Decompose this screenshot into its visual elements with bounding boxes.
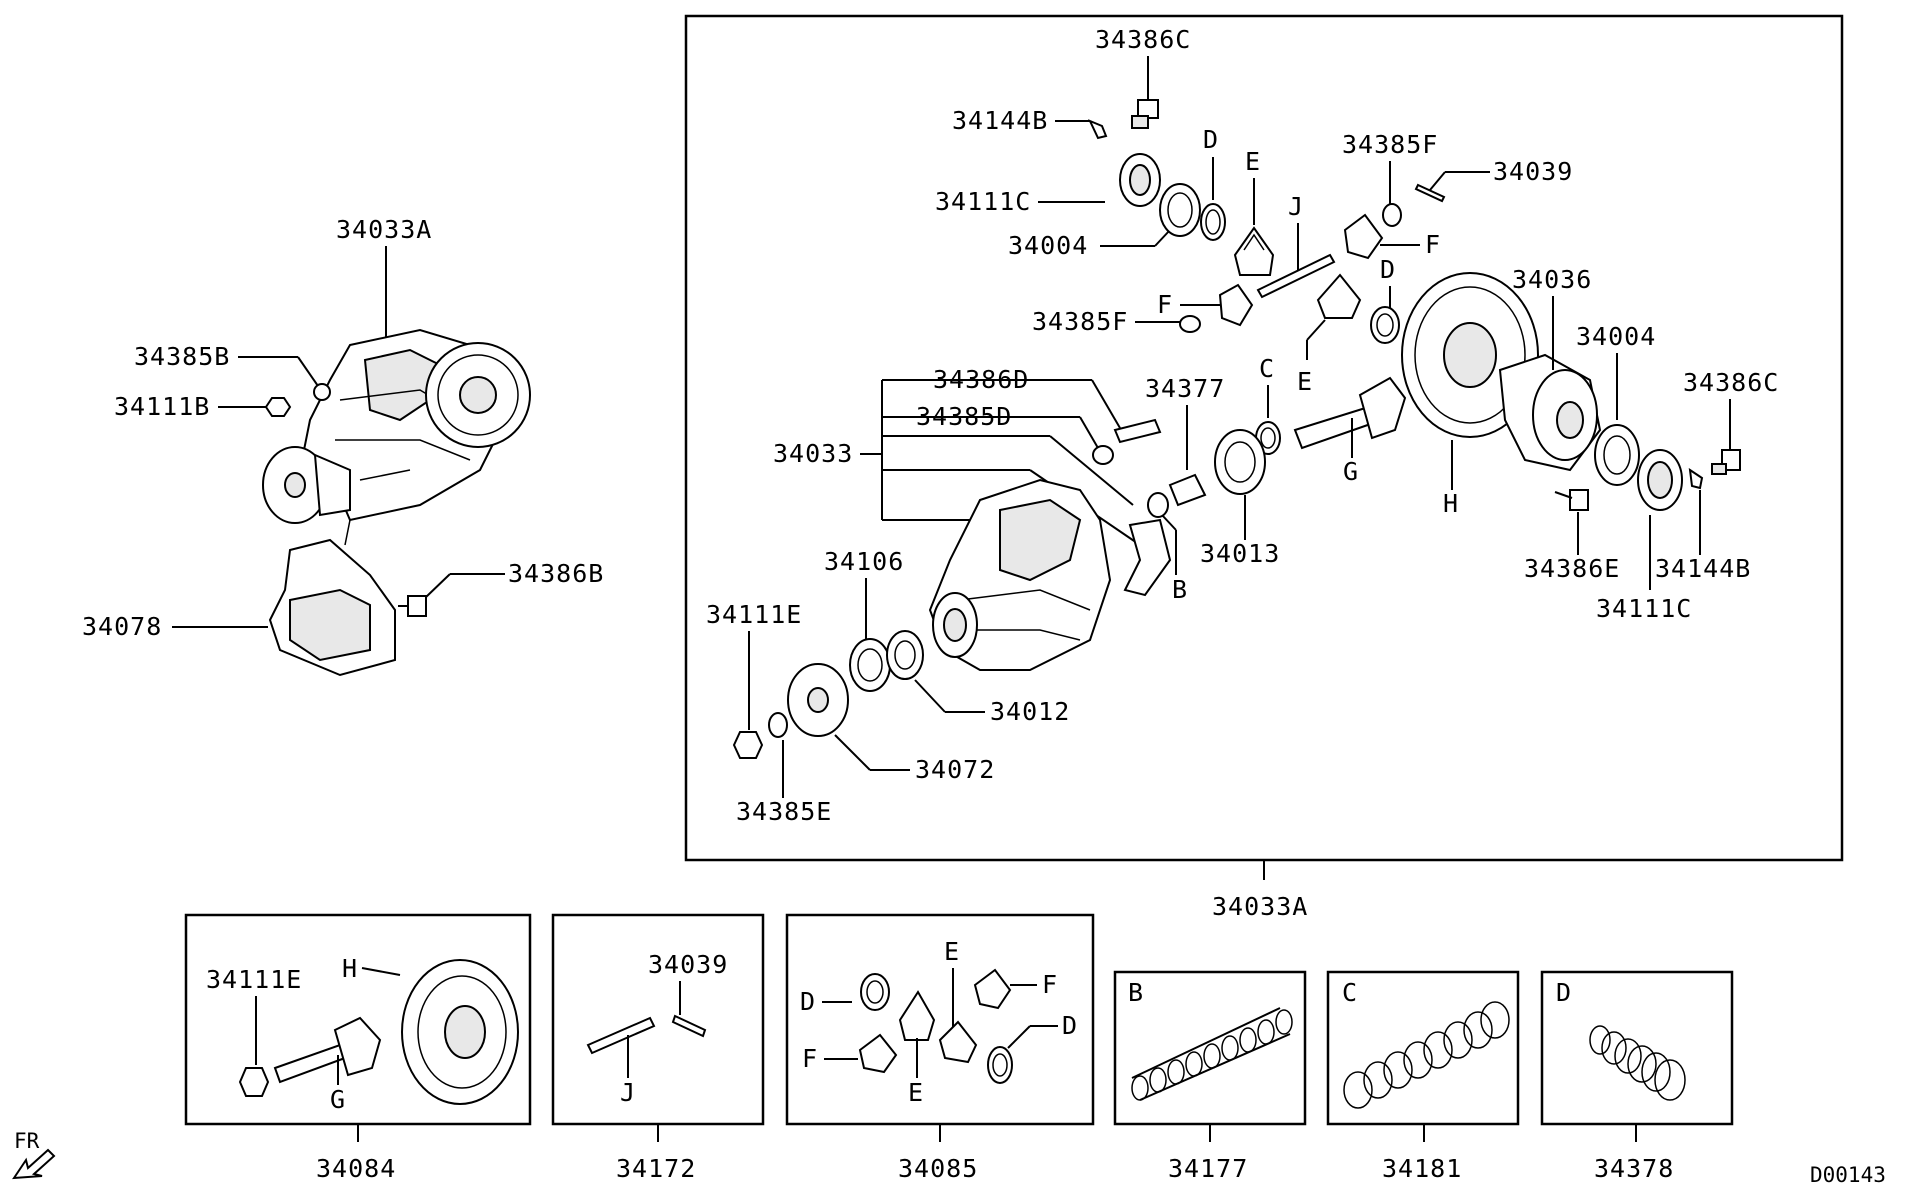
letter-label-j[interactable]: J xyxy=(1288,192,1304,221)
kit-34085[interactable]: D E F F E D 34085 xyxy=(785,913,1095,1183)
kit-34085-label-d-left: D xyxy=(800,987,816,1016)
kit-34172-label-j: J xyxy=(620,1078,636,1107)
kit-34085-part-no: 34085 xyxy=(898,1154,978,1183)
kit-34084-label-h: H xyxy=(342,954,358,983)
part-label-34004-right[interactable]: 34004 xyxy=(1576,322,1656,351)
part-label-34144b-right[interactable]: 34144B xyxy=(1655,554,1751,583)
letter-label-d-top[interactable]: D xyxy=(1203,125,1219,154)
shim-stack-c xyxy=(1343,1001,1510,1109)
part-label-34385f-top[interactable]: 34385F xyxy=(1342,130,1438,159)
kit-34181[interactable]: C 34181 xyxy=(1326,970,1520,1183)
part-label-34377[interactable]: 34377 xyxy=(1145,374,1225,403)
letter-label-f-left[interactable]: F xyxy=(1157,290,1173,319)
carrier-assembly-illustration xyxy=(262,328,531,677)
part-label-34106[interactable]: 34106 xyxy=(824,547,904,576)
kit-34172[interactable]: 34039 J 34172 xyxy=(551,913,765,1183)
letter-label-c[interactable]: C xyxy=(1259,354,1275,383)
part-label-34385b[interactable]: 34385B xyxy=(134,342,230,371)
kit-34172-part-no: 34172 xyxy=(616,1154,696,1183)
front-direction-label: FR xyxy=(14,1129,40,1153)
part-label-34111c-top[interactable]: 34111C xyxy=(935,187,1031,216)
kit-34172-label-34039: 34039 xyxy=(648,950,728,979)
exploded-assembly-box: 34033A 34386C 34144B 34111C 34004 D E J xyxy=(684,14,1844,921)
part-label-34039[interactable]: 34039 xyxy=(1493,157,1573,186)
letter-label-g[interactable]: G xyxy=(1343,457,1359,486)
letter-label-d-mid[interactable]: D xyxy=(1380,255,1396,284)
kit-34181-part-no: 34181 xyxy=(1382,1154,1462,1183)
letter-label-b[interactable]: B xyxy=(1172,575,1188,604)
letter-label-h[interactable]: H xyxy=(1443,489,1459,518)
part-label-34072[interactable]: 34072 xyxy=(915,755,995,784)
letter-label-e-top[interactable]: E xyxy=(1245,147,1261,176)
kit-34378-label-d: D xyxy=(1556,978,1572,1007)
part-label-34078[interactable]: 34078 xyxy=(82,612,162,641)
kit-34085-label-e-top: E xyxy=(944,937,960,966)
part-label-34036[interactable]: 34036 xyxy=(1512,265,1592,294)
drive-pinion-g xyxy=(1293,376,1407,450)
part-label-34385e[interactable]: 34385E xyxy=(736,797,832,826)
part-label-34144b-top[interactable]: 34144B xyxy=(952,106,1048,135)
kit-34181-label-c: C xyxy=(1342,978,1358,1007)
kit-34177[interactable]: B 34177 xyxy=(1113,970,1307,1183)
kit-34085-label-d-right: D xyxy=(1062,1011,1078,1040)
part-label-34033a-left[interactable]: 34033A xyxy=(336,215,432,244)
front-direction-arrow: FR xyxy=(12,1129,56,1180)
letter-label-f-right[interactable]: F xyxy=(1425,230,1441,259)
kit-34378[interactable]: D 34378 xyxy=(1540,970,1734,1183)
carrier-housing-34033 xyxy=(928,478,1112,671)
shim-stack-b xyxy=(1131,1007,1293,1101)
diagram-id: D00143 xyxy=(1810,1163,1886,1187)
part-label-34004-top[interactable]: 34004 xyxy=(1008,231,1088,260)
left-assembly-view: 34033A 34385B 34111B 34386B xyxy=(82,215,604,677)
part-label-34013[interactable]: 34013 xyxy=(1200,539,1280,568)
part-label-34386b[interactable]: 34386B xyxy=(508,559,604,588)
part-label-34386e[interactable]: 34386E xyxy=(1524,554,1620,583)
part-label-34111c-right[interactable]: 34111C xyxy=(1596,594,1692,623)
part-label-34111b[interactable]: 34111B xyxy=(114,392,210,421)
kit-34378-part-no: 34378 xyxy=(1594,1154,1674,1183)
kit-34084-label-34111e: 34111E xyxy=(206,965,302,994)
part-label-34012[interactable]: 34012 xyxy=(990,697,1070,726)
part-label-34386c-top[interactable]: 34386C xyxy=(1095,25,1191,54)
kit-34084[interactable]: 34111E G H 34084 xyxy=(184,913,532,1183)
kit-34084-label-g: G xyxy=(330,1085,346,1114)
letter-label-e-mid[interactable]: E xyxy=(1297,367,1313,396)
ring-gear-h xyxy=(1401,272,1602,472)
kit-34177-part-no: 34177 xyxy=(1168,1154,1248,1183)
kit-34085-label-e-bottom: E xyxy=(908,1078,924,1107)
part-label-34033a-box[interactable]: 34033A xyxy=(1212,892,1308,921)
part-label-34033[interactable]: 34033 xyxy=(773,439,853,468)
part-label-34386c-right[interactable]: 34386C xyxy=(1683,368,1779,397)
kit-34085-label-f-left: F xyxy=(802,1044,818,1073)
part-label-34111e[interactable]: 34111E xyxy=(706,600,802,629)
kit-34177-label-b: B xyxy=(1128,978,1144,1007)
kit-34084-part-no: 34084 xyxy=(316,1154,396,1183)
part-label-34385f-left[interactable]: 34385F xyxy=(1032,307,1128,336)
shim-stack-d xyxy=(1589,1025,1686,1101)
kit-34085-label-f-right: F xyxy=(1042,970,1058,999)
